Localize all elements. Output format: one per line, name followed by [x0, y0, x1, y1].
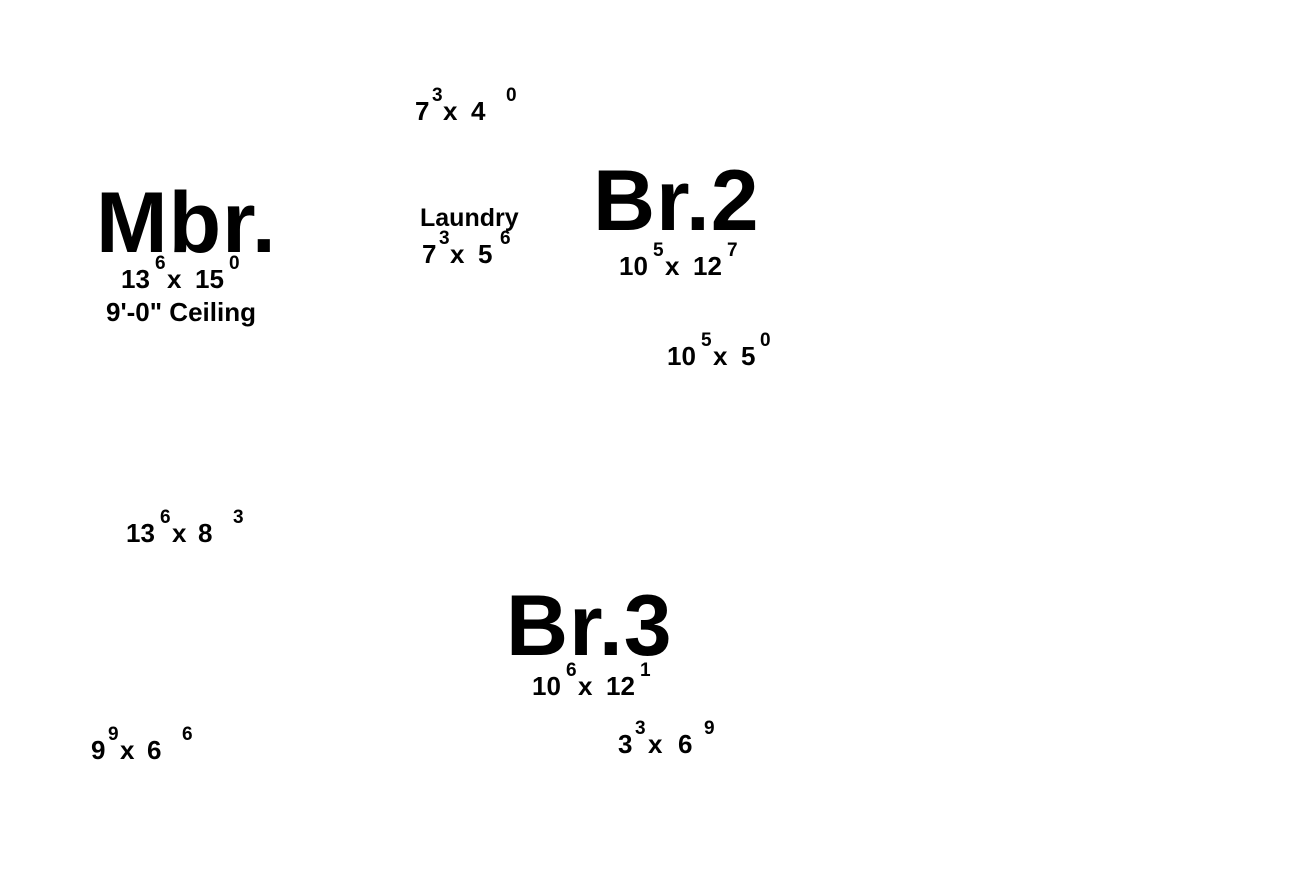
dimension-separator: x	[713, 341, 728, 371]
dimension-length-inches: 0	[229, 253, 240, 274]
dimension-length: 12	[606, 671, 635, 701]
dimension-width-inches: 3	[432, 85, 443, 106]
dimension-length-inches: 1	[640, 660, 651, 681]
dimension-width: 13	[126, 518, 155, 548]
dimension-separator: x	[578, 671, 593, 701]
dimension-length-inches: 0	[506, 85, 517, 106]
dimension-separator: x	[167, 264, 182, 294]
dimension-separator: x	[648, 729, 663, 759]
bedroom-2-label: Br.2	[593, 153, 760, 249]
dimension-length: 12	[693, 251, 722, 281]
master-bedroom-ceiling-note: 9'-0" Ceiling	[106, 297, 256, 327]
dimension-width: 10	[619, 251, 648, 281]
dimension-length: 8	[198, 518, 213, 548]
dimension-width: 3	[618, 729, 633, 759]
dimension-length-inches: 3	[233, 507, 244, 528]
dimension-width-inches: 3	[635, 718, 646, 739]
dimension-length: 6	[678, 729, 693, 759]
dimension-width-inches: 6	[566, 660, 577, 681]
dimension-length-inches: 7	[727, 240, 738, 261]
dimension-separator: x	[443, 96, 458, 126]
dimension-width: 10	[667, 341, 696, 371]
dimension-width-inches: 5	[653, 240, 664, 261]
dimension-length: 6	[147, 735, 162, 765]
dimension-width: 7	[415, 96, 430, 126]
dimension-length-inches: 6	[500, 228, 511, 249]
dimension-separator: x	[665, 251, 680, 281]
dimension-width-inches: 6	[160, 507, 171, 528]
dimension-width: 10	[532, 671, 561, 701]
dimension-separator: x	[120, 735, 135, 765]
dimension-length-inches: 6	[182, 724, 193, 745]
dimension-width-inches: 3	[439, 228, 450, 249]
master-bedroom-label: Mbr.	[96, 175, 277, 271]
dimension-width: 13	[121, 264, 150, 294]
dimension-width-inches: 5	[701, 330, 712, 351]
dimension-separator: x	[450, 239, 465, 269]
laundry-label: Laundry	[420, 204, 519, 232]
bedroom-3-label: Br.3	[506, 578, 673, 674]
dimension-separator: x	[172, 518, 187, 548]
dimension-length-inches: 0	[760, 330, 771, 351]
dimension-length: 15	[195, 264, 224, 294]
dimension-width: 9	[91, 735, 106, 765]
dimension-width: 7	[422, 239, 437, 269]
dimension-width-inches: 9	[108, 724, 119, 745]
dimension-length: 4	[471, 96, 486, 126]
dimension-length: 5	[741, 341, 756, 371]
dimension-length-inches: 9	[704, 718, 715, 739]
dimension-length: 5	[478, 239, 493, 269]
dimension-width-inches: 6	[155, 253, 166, 274]
